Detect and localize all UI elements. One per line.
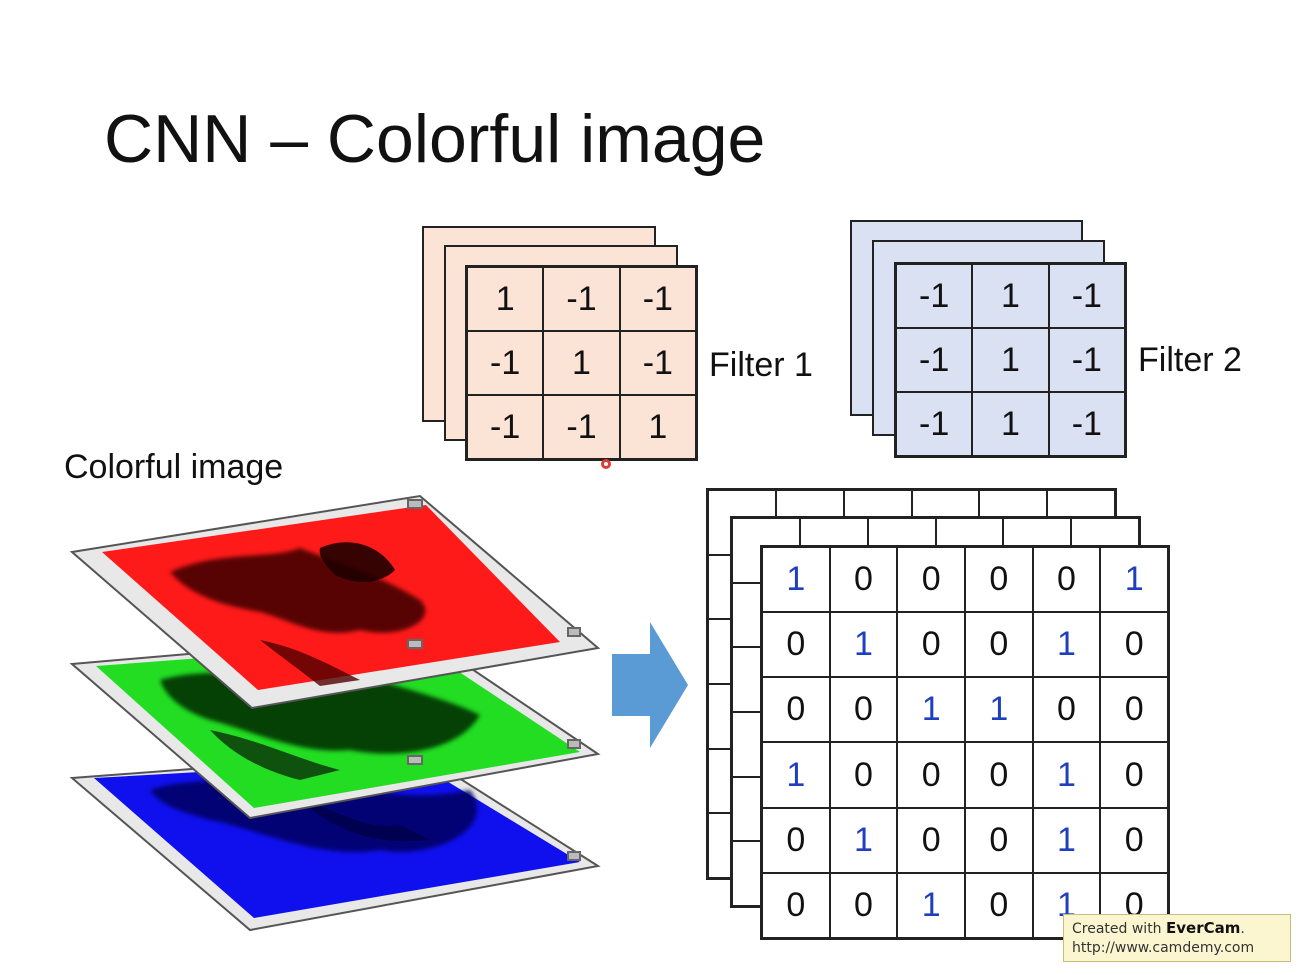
filter-2-label: Filter 2 [1138,341,1242,379]
image-matrix-cell-r2c0: 0 [762,677,830,743]
image-matrix-cell-r3c4: 1 [1032,742,1101,808]
image-matrix-cell-r1c2: 0 [897,612,965,678]
filter-1-cell-r0c2: -1 [619,267,696,331]
image-matrix-cell-r5c3: 0 [964,872,1033,938]
filter-1-label: Filter 1 [709,346,813,384]
watermark-url: http://www.camdemy.com [1072,940,1255,956]
filter-2-cell-r2c2: -1 [1048,392,1125,456]
image-matrix-cell-r4c4: 1 [1032,807,1101,873]
image-matrix-cell-r0c4: 0 [1032,547,1101,613]
image-matrix-cell-r0c3: 0 [964,547,1033,613]
image-matrix-cell-r1c1: 1 [829,612,898,678]
watermark-brand: EverCam [1166,919,1241,937]
filter-2-cell-r0c1: 1 [972,264,1049,328]
image-matrix-cell-r3c2: 0 [897,742,965,808]
filter-2-cell-r0c2: -1 [1048,264,1125,328]
filter-1-cell-r2c1: -1 [543,395,620,459]
filter-2-cell-r0c0: -1 [896,264,973,328]
image-matrix-cell-r3c1: 0 [829,742,898,808]
red-channel-window [69,494,601,710]
filter-1-cell-r0c1: -1 [543,267,620,331]
image-matrix-cell-r2c4: 0 [1032,677,1101,743]
image-matrix-cell-r2c1: 0 [829,677,898,743]
image-matrix-cell-r5c1: 0 [829,872,898,938]
image-matrix-cell-r5c2: 1 [897,872,965,938]
filter-1-cell-r1c2: -1 [619,331,696,395]
image-matrix-cell-r2c3: 1 [964,677,1033,743]
filter-2-cell-r2c0: -1 [896,392,973,456]
filter-1-cell-r1c1: 1 [543,331,620,395]
image-matrix-cell-r5c0: 0 [762,872,830,938]
filter-1-cell-r2c2: 1 [619,395,696,459]
image-matrix-cell-r0c0: 1 [762,547,830,613]
colorful-image-label: Colorful image [64,448,284,486]
image-matrix-cell-r2c5: 0 [1100,677,1168,743]
image-matrix-cell-r1c3: 0 [964,612,1033,678]
image-matrix-cell-r3c3: 0 [964,742,1033,808]
filter-1-cell-r0c0: 1 [467,267,544,331]
filter-2-cell-r2c1: 1 [972,392,1049,456]
image-matrix-cell-r0c2: 0 [897,547,965,613]
pointer-cursor-icon [601,459,611,469]
green-channel-window [69,632,601,820]
filter-2-cell-r1c0: -1 [896,328,973,392]
image-matrix-cell-r2c2: 1 [897,677,965,743]
image-matrix-cell-r1c4: 1 [1032,612,1101,678]
image-matrix-cell-r4c3: 0 [964,807,1033,873]
image-matrix-cell-r0c5: 1 [1100,547,1168,613]
filter-1-cell-r2c0: -1 [467,395,544,459]
blue-channel-window [69,750,601,932]
image-matrix-cell-r3c0: 1 [762,742,830,808]
image-matrix-cell-r4c5: 0 [1100,807,1168,873]
image-matrix-cell-r1c5: 0 [1100,612,1168,678]
image-matrix-cell-r3c5: 0 [1100,742,1168,808]
image-matrix-cell-r1c0: 0 [762,612,830,678]
watermark-prefix: Created with [1072,921,1162,937]
image-matrix-cell-r0c1: 0 [829,547,898,613]
image-matrix-cell-r4c1: 1 [829,807,898,873]
evercam-watermark: Created with EverCam. http://www.camdemy… [1063,914,1291,962]
filter-2-cell-r1c2: -1 [1048,328,1125,392]
image-matrix-cell-r4c2: 0 [897,807,965,873]
right-arrow-icon [612,622,688,748]
filter-2-cell-r1c1: 1 [972,328,1049,392]
filter-1-cell-r1c0: -1 [467,331,544,395]
image-matrix-cell-r4c0: 0 [762,807,830,873]
slide-title: CNN – Colorful image [104,101,766,177]
watermark-suffix: . [1240,921,1245,937]
